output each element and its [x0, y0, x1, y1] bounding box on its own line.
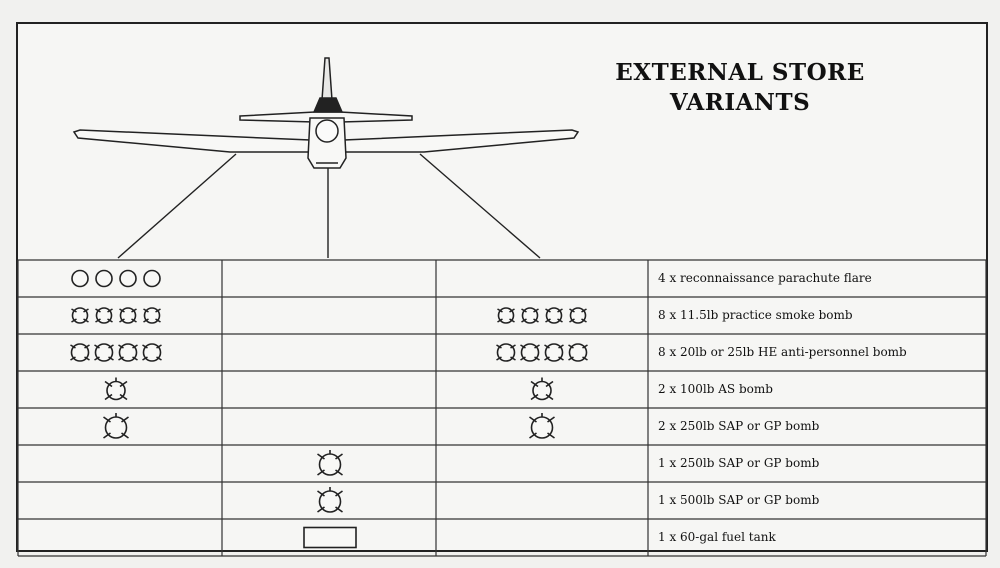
- bomb-icon: [103, 413, 129, 439]
- store-variant-label: 8 x 11.5lb practice smoke bomb: [658, 307, 853, 322]
- store-icons: [70, 269, 588, 549]
- hardpoint-leaders: [117, 153, 541, 259]
- bomb-icon: [317, 487, 343, 513]
- small-bomb-icon: [119, 307, 137, 324]
- left-hardpoint-leader: [117, 153, 237, 259]
- title-line-2: VARIANTS: [669, 89, 811, 116]
- canopy: [312, 97, 344, 113]
- bomb-icon: [529, 413, 555, 439]
- small-bomb-icon: [71, 307, 89, 324]
- small-bomb-icon: [143, 307, 161, 324]
- store-variant-label: 2 x 100lb AS bomb: [658, 381, 773, 396]
- parachute-flare-icon: [95, 269, 113, 288]
- bomb-icon: [530, 377, 554, 401]
- small-bomb-icon: [95, 307, 113, 324]
- bomb-icon: [104, 377, 128, 401]
- bomb-icon: [317, 450, 343, 476]
- store-table-grid: [17, 259, 987, 557]
- aircraft-front-view: [72, 57, 580, 169]
- small-bomb-icon: [118, 343, 138, 362]
- small-bomb-icon: [568, 343, 588, 362]
- small-bomb-icon: [569, 307, 587, 324]
- right-hardpoint-leader: [419, 153, 541, 259]
- small-bomb-icon: [521, 307, 539, 324]
- title-line-1: EXTERNAL STORE: [615, 59, 865, 86]
- engine-nose: [315, 119, 339, 143]
- parachute-flare-icon: [71, 269, 89, 288]
- diagram-title: EXTERNAL STORE VARIANTS: [610, 58, 870, 118]
- small-bomb-icon: [544, 343, 564, 362]
- store-variant-label: 1 x 250lb SAP or GP bomb: [658, 455, 820, 470]
- store-variant-label: 1 x 60-gal fuel tank: [658, 529, 776, 544]
- store-variant-label: 4 x reconnaissance parachute flare: [658, 270, 872, 285]
- small-bomb-icon: [497, 307, 515, 324]
- right-wing: [341, 129, 580, 153]
- small-bomb-icon: [496, 343, 516, 362]
- diagram-frame: [16, 22, 988, 552]
- tail-fin: [321, 57, 333, 101]
- small-bomb-icon: [142, 343, 162, 362]
- store-variant-label: 1 x 500lb SAP or GP bomb: [658, 492, 820, 507]
- small-bomb-icon: [94, 343, 114, 362]
- store-variant-label: 8 x 20lb or 25lb HE anti-personnel bomb: [658, 344, 907, 359]
- parachute-flare-icon: [143, 269, 161, 288]
- parachute-flare-icon: [119, 269, 137, 288]
- small-bomb-icon: [520, 343, 540, 362]
- small-bomb-icon: [70, 343, 90, 362]
- fuel-tank-icon: [303, 526, 357, 549]
- left-wing: [72, 129, 313, 153]
- small-bomb-icon: [545, 307, 563, 324]
- store-variant-label: 2 x 250lb SAP or GP bomb: [658, 418, 820, 433]
